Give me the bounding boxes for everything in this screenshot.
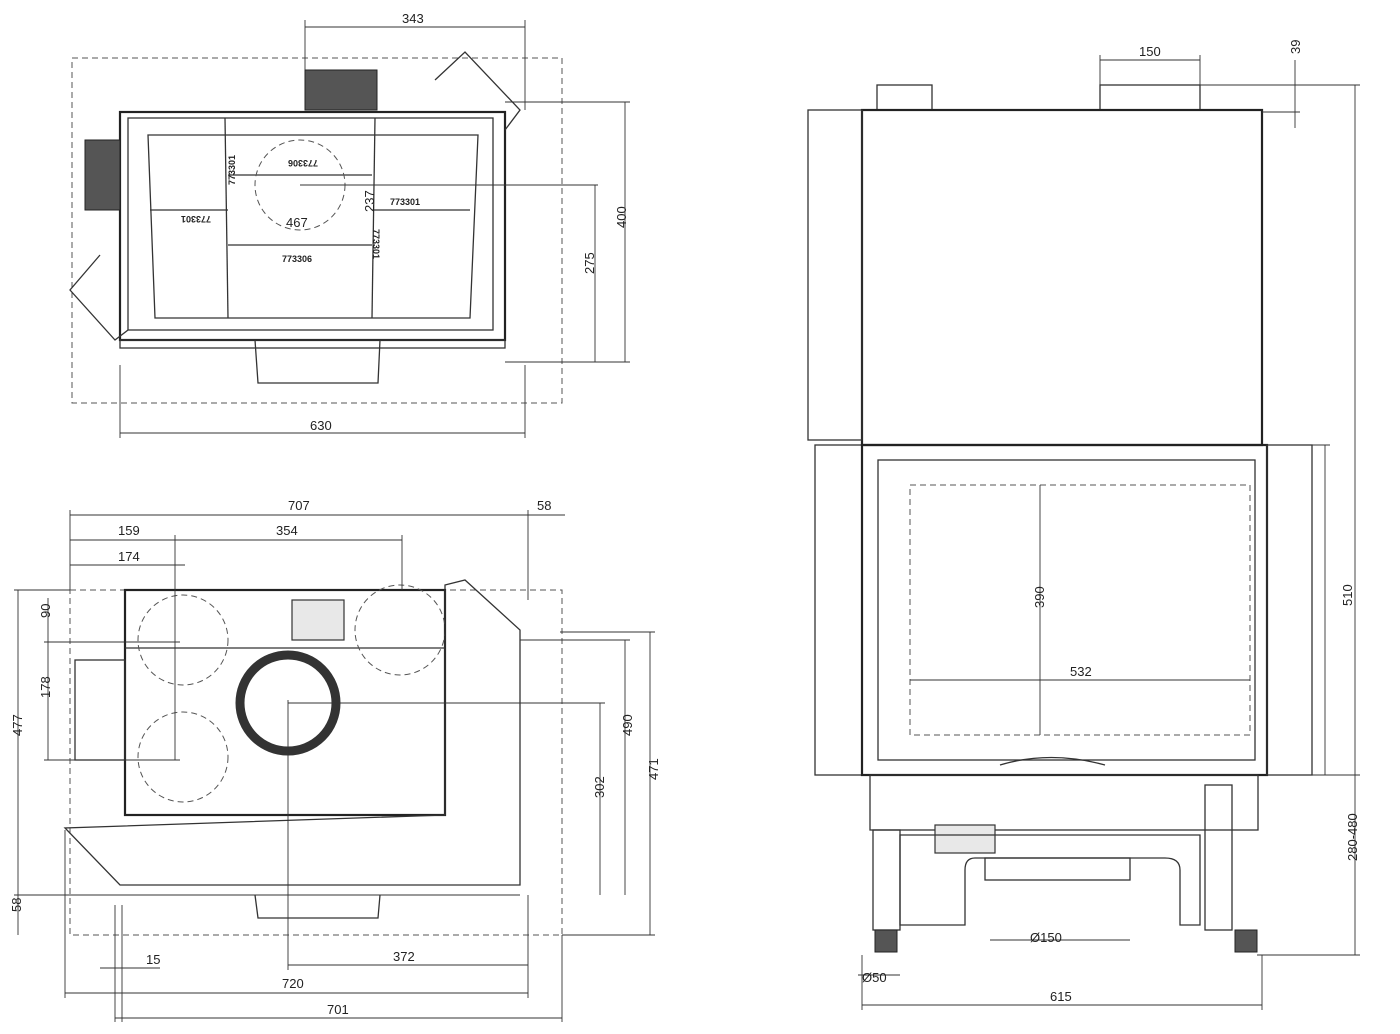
dim-174: 174 <box>118 549 140 564</box>
part-773306-a: 773306 <box>288 158 318 168</box>
front-view: 150 39 1354-1554 510 280-480 390 532 Ø15… <box>807 40 1360 1010</box>
dim-707: 707 <box>288 498 310 513</box>
part-773301-d: 773301 <box>371 229 381 259</box>
side-panel <box>807 109 863 441</box>
upper-hood <box>860 108 1264 447</box>
dim-159: 159 <box>118 523 140 538</box>
glass-door <box>877 459 1256 761</box>
top-plan-view: 707 58 159 354 174 90 178 477 58 302 490… <box>9 498 661 1022</box>
outline-dashed <box>71 57 563 404</box>
dim-58-top: 58 <box>537 498 551 513</box>
body-outline <box>123 588 447 817</box>
dim-343: 343 <box>402 11 424 26</box>
glass-frame <box>860 443 1269 777</box>
part-773301-b: 773301 <box>390 197 420 207</box>
top-view: 343 400 275 467 237 630 773306 773301 77… <box>69 11 630 438</box>
dim-630: 630 <box>310 418 332 433</box>
dim-flue-150: Ø150 <box>1030 930 1062 945</box>
firebox <box>147 134 479 319</box>
hood <box>63 579 521 886</box>
dim-58-left: 58 <box>9 898 24 912</box>
dim-477: 477 <box>10 714 25 736</box>
dim-532: 532 <box>1070 664 1092 679</box>
dim-39: 39 <box>1288 40 1303 54</box>
dim-490: 490 <box>620 714 635 736</box>
dim-275: 275 <box>582 252 597 274</box>
part-773306-b: 773306 <box>282 254 312 264</box>
dim-471: 471 <box>646 758 661 780</box>
dim-615: 615 <box>1050 989 1072 1004</box>
dim-leg-50: Ø50 <box>862 970 887 985</box>
dim-354: 354 <box>276 523 298 538</box>
dim-510: 510 <box>1340 584 1355 606</box>
body-outline <box>118 110 507 342</box>
dim-400: 400 <box>614 206 629 228</box>
side-outlet <box>84 139 121 211</box>
dim-178: 178 <box>38 676 53 698</box>
dim-720: 720 <box>282 976 304 991</box>
dim-280-480: 280-480 <box>1345 813 1360 861</box>
viewing-area <box>909 484 1251 736</box>
dim-237: 237 <box>362 190 377 212</box>
flue-outlet <box>304 69 378 111</box>
dim-390: 390 <box>1032 586 1047 608</box>
part-773301-a: 773301 <box>227 155 237 185</box>
dim-150: 150 <box>1139 44 1161 59</box>
part-773301-c: 773301 <box>181 214 211 224</box>
dim-467: 467 <box>286 215 308 230</box>
dim-302: 302 <box>592 776 607 798</box>
dim-372: 372 <box>393 949 415 964</box>
dim-90: 90 <box>38 604 53 618</box>
dim-15: 15 <box>146 952 160 967</box>
dim-701: 701 <box>327 1002 349 1017</box>
